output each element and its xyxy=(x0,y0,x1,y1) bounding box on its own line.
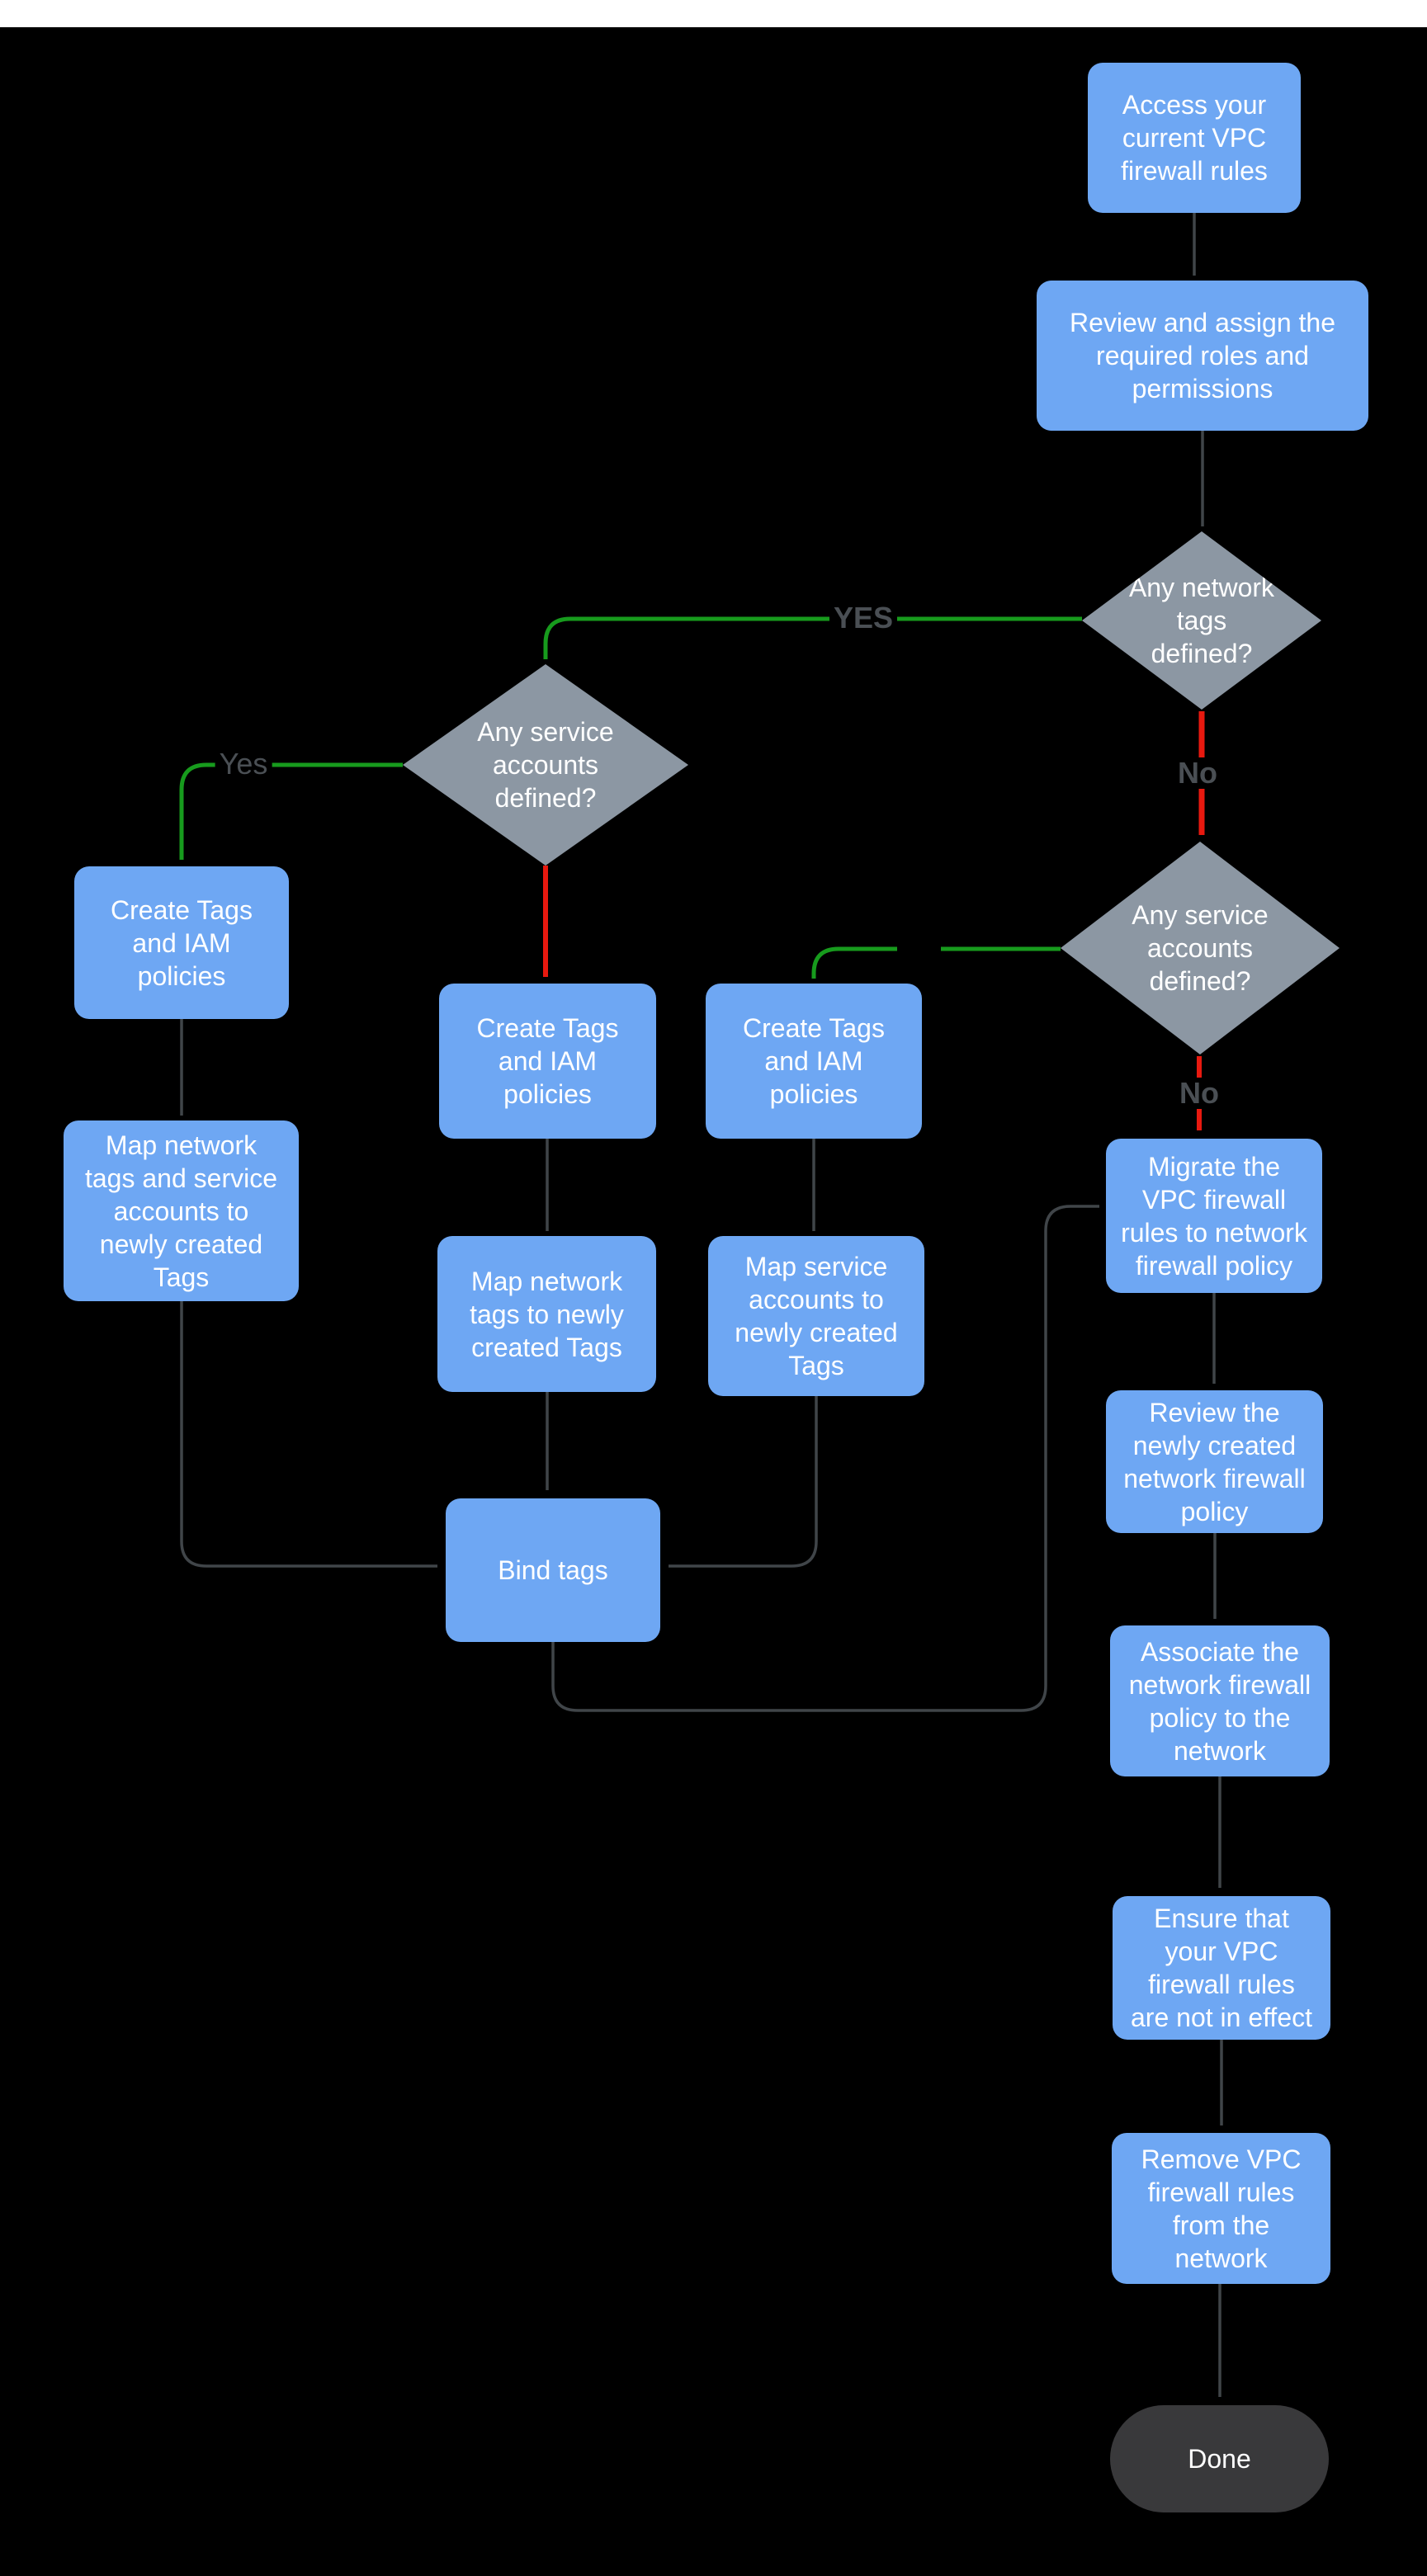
node-bind-tags: Bind tags xyxy=(446,1498,660,1642)
node-label: Remove VPC firewall rules from the netwo… xyxy=(1141,2144,1302,2273)
node-done: Done xyxy=(1110,2405,1329,2512)
node-label: Create Tags and IAM policies xyxy=(111,894,253,991)
node-map-tags-and-accounts: Map network tags and service accounts to… xyxy=(64,1121,299,1301)
node-label: Associate the network firewall policy to… xyxy=(1128,1636,1311,1766)
node-label: Create Tags and IAM policies xyxy=(743,1013,885,1109)
edge-label-no-upper: No xyxy=(1174,757,1221,789)
edge-label-yes-upper: YES xyxy=(829,602,898,634)
edge-label-no-lower: No xyxy=(1175,1078,1223,1109)
node-create-tags-iam-right: Create Tags and IAM policies xyxy=(706,984,922,1139)
node-map-service-accounts: Map service accounts to newly created Ta… xyxy=(708,1236,924,1396)
edge-yes-svcright-to-createright xyxy=(811,946,897,979)
node-review-roles-permissions: Review and assign the required roles and… xyxy=(1037,281,1368,431)
node-label: Map network tags to newly created Tags xyxy=(470,1266,624,1362)
node-label: Ensure that your VPC firewall rules are … xyxy=(1131,1904,1312,2032)
node-label: Migrate the VPC firewall rules to networ… xyxy=(1121,1151,1307,1281)
node-label: Map service accounts to newly created Ta… xyxy=(735,1252,898,1380)
edge-bind-to-migrate xyxy=(551,1205,1099,1712)
node-label: Any service accounts defined? xyxy=(477,717,614,813)
node-label: Map network tags and service accounts to… xyxy=(84,1130,277,1292)
top-white-bar xyxy=(0,0,1427,27)
edge-yes-networktags-to-svcleft xyxy=(543,616,1082,659)
node-create-tags-iam-mid: Create Tags and IAM policies xyxy=(439,984,656,1139)
node-label: Review the newly created network firewal… xyxy=(1123,1397,1306,1526)
node-label: Access your current VPC firewall rules xyxy=(1121,90,1268,186)
node-remove-vpc-rules: Remove VPC firewall rules from the netwo… xyxy=(1112,2133,1330,2284)
node-label: Any network tags defined? xyxy=(1128,573,1275,668)
node-label: Any service accounts defined? xyxy=(1132,900,1269,996)
node-associate-policy: Associate the network firewall policy to… xyxy=(1110,1625,1330,1776)
node-access-vpc-rules: Access your current VPC firewall rules xyxy=(1088,63,1301,213)
node-label: Create Tags and IAM policies xyxy=(476,1013,619,1109)
edge-mapright-to-bind xyxy=(669,1396,818,1568)
edge-mapleft-to-bind xyxy=(180,1301,437,1568)
node-map-network-tags: Map network tags to newly created Tags xyxy=(437,1236,656,1392)
node-review-firewall-policy: Review the newly created network firewal… xyxy=(1106,1390,1323,1533)
node-ensure-rules-not-in-effect: Ensure that your VPC firewall rules are … xyxy=(1113,1896,1330,2040)
node-label: Review and assign the required roles and… xyxy=(1070,308,1335,403)
node-create-tags-iam-left: Create Tags and IAM policies xyxy=(74,866,289,1019)
edge-yes-svcleft-to-createleft xyxy=(179,762,403,860)
node-label: Done xyxy=(1188,2444,1251,2474)
edge-label-yes-lower: Yes xyxy=(215,748,272,780)
node-label: Bind tags xyxy=(498,1555,608,1585)
node-migrate-vpc-rules: Migrate the VPC firewall rules to networ… xyxy=(1106,1139,1322,1293)
